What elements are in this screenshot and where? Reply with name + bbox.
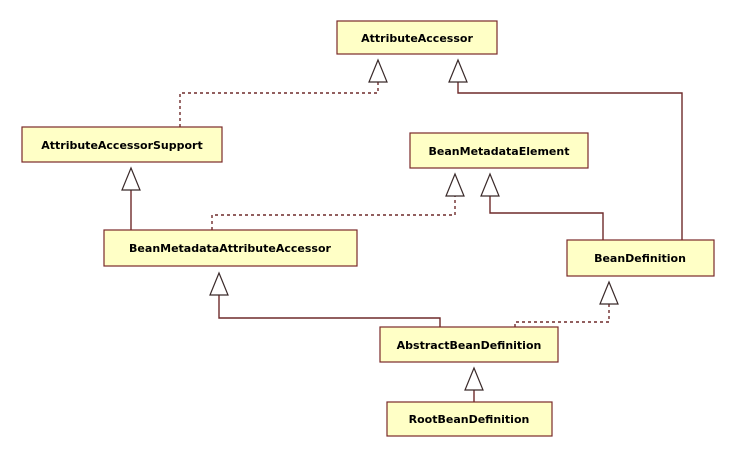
node-abstract-bean-definition-box	[379, 326, 559, 363]
node-bean-metadata-attribute-accessor-label: BeanMetadataAttributeAccessor	[129, 242, 331, 255]
edge-support-to-accessor-arrowhead	[368, 58, 388, 83]
node-abstract-bean-definition-label: AbstractBeanDefinition	[397, 339, 542, 352]
node-attribute-accessor-label: AttributeAccessor	[361, 32, 473, 45]
node-attribute-accessor[interactable]: AttributeAccessor	[336, 20, 498, 55]
node-bean-definition-label: BeanDefinition	[594, 252, 686, 265]
edges	[121, 58, 683, 402]
edge-metaaccessor-to-element	[211, 196, 456, 230]
node-bean-metadata-element[interactable]: BeanMetadataElement	[409, 132, 589, 169]
edge-abstract-to-metaaccessor	[218, 295, 441, 327]
edge-beandefinition-to-element-arrowhead	[480, 172, 500, 197]
edge-metaaccessor-to-element-arrowhead	[445, 172, 465, 197]
node-root-bean-definition[interactable]: RootBeanDefinition	[386, 401, 553, 437]
edge-abstract-to-beandefinition-arrowhead	[599, 280, 619, 305]
edge-abstract-to-metaaccessor-arrowhead	[209, 271, 229, 296]
node-bean-metadata-attribute-accessor[interactable]: BeanMetadataAttributeAccessor	[103, 229, 358, 267]
edge-root-to-abstract-arrowhead	[464, 366, 484, 391]
node-bean-metadata-element-box	[409, 132, 589, 169]
node-bean-metadata-element-label: BeanMetadataElement	[429, 145, 570, 158]
node-attribute-accessor-support-label: AttributeAccessorSupport	[41, 139, 202, 152]
node-abstract-bean-definition[interactable]: AbstractBeanDefinition	[379, 326, 559, 363]
node-bean-definition[interactable]: BeanDefinition	[566, 239, 715, 277]
edge-beandefinition-to-element	[489, 196, 604, 240]
edge-metaaccessor-to-support-arrowhead	[121, 166, 141, 191]
node-root-bean-definition-label: RootBeanDefinition	[409, 413, 530, 426]
edge-beandefinition-to-accessor-arrowhead	[448, 58, 468, 83]
edge-support-to-accessor	[179, 82, 379, 127]
nodes: AttributeAccessor AttributeAccessorSuppo…	[21, 20, 715, 437]
node-bean-metadata-attribute-accessor-box	[103, 229, 358, 267]
edge-beandefinition-to-accessor	[457, 82, 683, 240]
node-attribute-accessor-box	[336, 20, 498, 55]
edge-abstract-to-beandefinition	[514, 304, 610, 327]
node-attribute-accessor-support[interactable]: AttributeAccessorSupport	[21, 126, 223, 163]
node-bean-definition-box	[566, 239, 715, 277]
node-root-bean-definition-box	[386, 401, 553, 437]
node-attribute-accessor-support-box	[21, 126, 223, 163]
